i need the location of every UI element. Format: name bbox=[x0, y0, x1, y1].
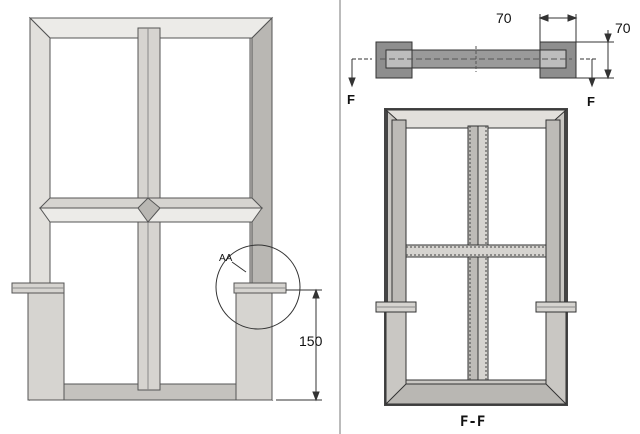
top-width-dimension bbox=[538, 14, 578, 42]
section-arrow-left-label: F bbox=[347, 92, 355, 107]
top-height-dimension-label: 70 bbox=[615, 20, 631, 36]
detail-circle-aa bbox=[215, 244, 301, 330]
top-height-dimension bbox=[576, 30, 614, 80]
section-arrow-right-label: F bbox=[587, 94, 595, 109]
detail-callout-label: AA bbox=[219, 253, 233, 264]
section-title: F-F bbox=[460, 414, 485, 430]
height-dimension bbox=[276, 288, 322, 402]
height-dimension-label: 150 bbox=[299, 333, 323, 349]
top-width-dimension-label: 70 bbox=[496, 10, 512, 26]
plan-view bbox=[375, 41, 577, 79]
window-frame-front-view bbox=[11, 16, 287, 402]
section-view-ff bbox=[375, 108, 577, 406]
section-arrow-left bbox=[348, 58, 372, 88]
